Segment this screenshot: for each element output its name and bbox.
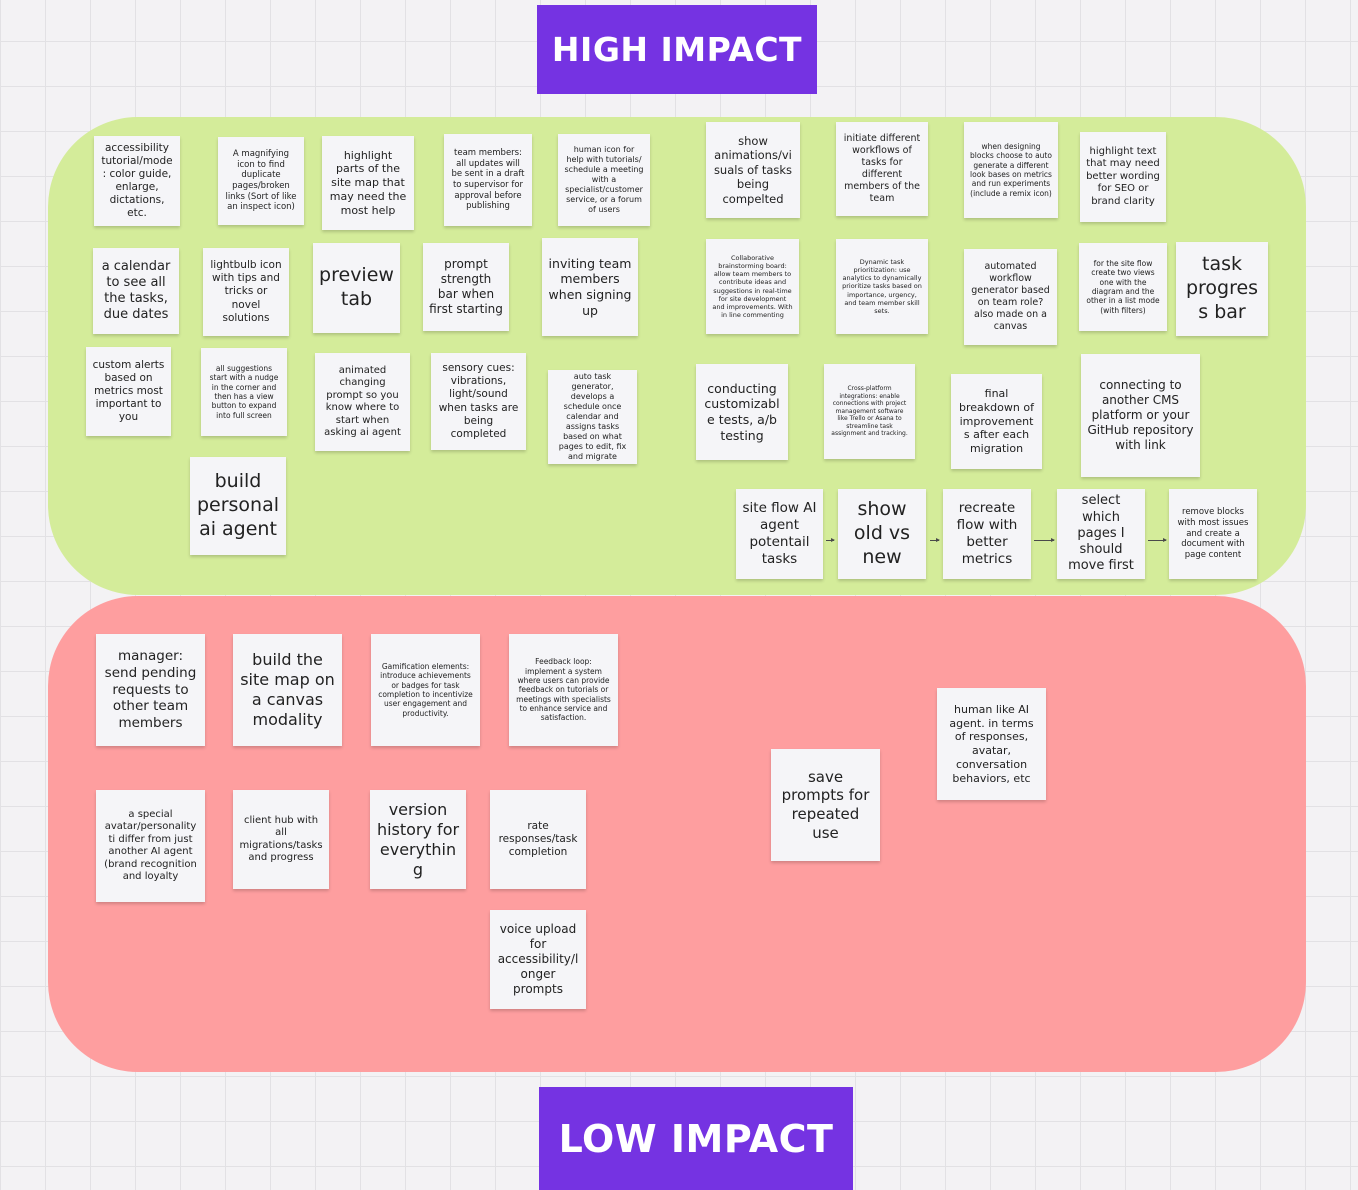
sticky-note[interactable]: a special avatar/personality ti differ f… [96,790,205,902]
sticky-note[interactable]: prompt strength bar when first starting [423,243,509,331]
sticky-note[interactable]: automated workflow generator based on te… [964,249,1057,345]
sticky-note[interactable]: for the site flow create two views one w… [1079,243,1167,331]
flow-step-note[interactable]: recreate flow with better metrics [943,489,1031,579]
sticky-note[interactable]: team members: all updates will be sent i… [444,134,532,226]
flow-step-note[interactable]: show old vs new [838,489,926,579]
sticky-note[interactable]: connecting to another CMS platform or yo… [1081,354,1200,477]
sticky-note[interactable]: show animations/visuals of tasks being c… [706,122,800,218]
sticky-note[interactable]: version history for everything [370,790,466,889]
sticky-note[interactable]: all suggestions start with a nudge in th… [201,348,287,436]
sticky-note[interactable]: conducting customizable tests, a/b testi… [696,364,788,460]
flow-step-note[interactable]: select which pages I should move first [1057,489,1145,579]
sticky-note[interactable]: a calendar to see all the tasks, due dat… [93,248,179,334]
sticky-note[interactable]: task progress bar [1176,242,1268,336]
sticky-note[interactable]: Gamification elements: introduce achieve… [371,634,480,746]
sticky-note[interactable]: animated changing prompt so you know whe… [315,353,410,451]
sticky-note[interactable]: client hub with all migrations/tasks and… [233,790,329,889]
sticky-note[interactable]: rate responses/task completion [490,790,586,889]
flow-step-note[interactable]: site flow AI agent potentail tasks [736,489,823,579]
sticky-note[interactable]: human like AI agent. in terms of respons… [937,688,1046,800]
sticky-note[interactable]: voice upload for accessibility/longer pr… [490,910,586,1009]
low-impact-banner[interactable]: LOW IMPACT [539,1087,853,1190]
sticky-note[interactable]: sensory cues: vibrations, light/sound wh… [431,353,526,450]
sticky-note[interactable]: custom alerts based on metrics most impo… [86,347,171,436]
sticky-note[interactable]: Collaborative brainstorming board: allow… [706,239,799,334]
sticky-note[interactable]: inviting team members when signing up [542,238,638,336]
sticky-note[interactable]: manager: send pending requests to other … [96,634,205,746]
high-impact-banner[interactable]: HIGH IMPACT [537,5,817,94]
sticky-note[interactable]: A magnifying icon to find duplicate page… [218,137,304,225]
flow-arrow-icon [826,538,835,542]
sticky-note[interactable]: preview tab [313,243,400,333]
sticky-note[interactable]: auto task generator, develops a schedule… [548,370,637,464]
sticky-note[interactable]: highlight parts of the site map that may… [322,136,414,230]
sticky-note[interactable]: Feedback loop: implement a system where … [509,634,618,746]
sticky-note[interactable]: when designing blocks choose to auto gen… [964,122,1058,218]
sticky-note[interactable]: highlight text that may need better word… [1080,132,1166,222]
sticky-note[interactable]: initiate different workflows of tasks fo… [836,122,928,216]
sticky-note[interactable]: Cross-platform integrations: enable conn… [824,364,915,459]
sticky-note[interactable]: save prompts for repeated use [771,749,880,861]
flow-step-note[interactable]: remove blocks with most issues and creat… [1169,489,1257,579]
sticky-note[interactable]: human icon for help with tutorials/ sche… [558,134,650,226]
sticky-note[interactable]: final breakdown of improvements after ea… [951,374,1042,469]
sticky-note[interactable]: accessibility tutorial/mode: color guide… [94,136,180,226]
sticky-note[interactable]: lightbulb icon with tips and tricks or n… [203,248,289,336]
sticky-note[interactable]: Dynamic task prioritization: use analyti… [836,239,928,334]
flow-arrow-icon [930,538,940,542]
sticky-note[interactable]: build personal ai agent [190,457,286,555]
sticky-note[interactable]: build the site map on a canvas modality [233,634,342,746]
flow-arrow-icon [1148,538,1167,542]
flow-arrow-icon [1034,538,1055,542]
